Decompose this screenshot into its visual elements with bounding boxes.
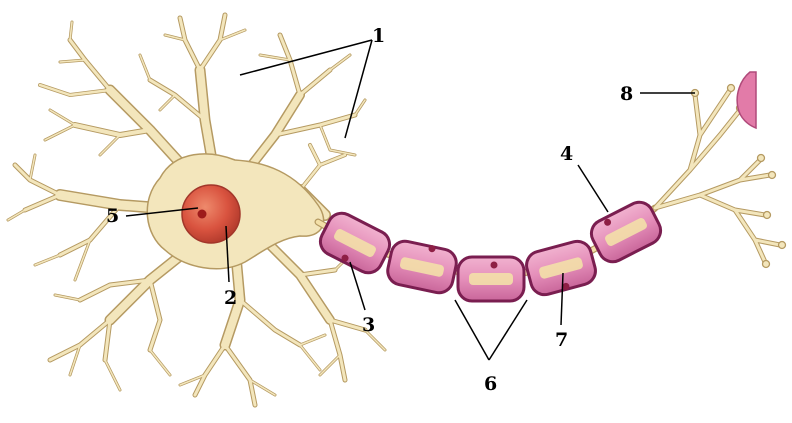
target-cell [737,72,756,128]
schwann-nucleus [491,262,498,269]
leader-1a [240,40,372,75]
label-1: 1 [372,25,385,47]
label-3: 3 [362,314,375,336]
myelin-segment [523,238,598,298]
label-5: 5 [106,205,119,227]
leader-4 [578,165,608,212]
label-6: 6 [484,373,497,395]
label-2: 2 [224,287,237,309]
leader-6b [489,300,527,360]
nucleolus [198,210,207,219]
leader-6a [455,300,489,360]
myelin-segment [385,237,459,295]
label-7: 7 [555,329,568,351]
myelin-segment [458,257,524,301]
nucleus [182,185,240,243]
label-8: 8 [620,83,633,105]
axon-terminals [655,85,786,268]
myelin-sheath [316,197,666,301]
label-4: 4 [560,143,573,165]
